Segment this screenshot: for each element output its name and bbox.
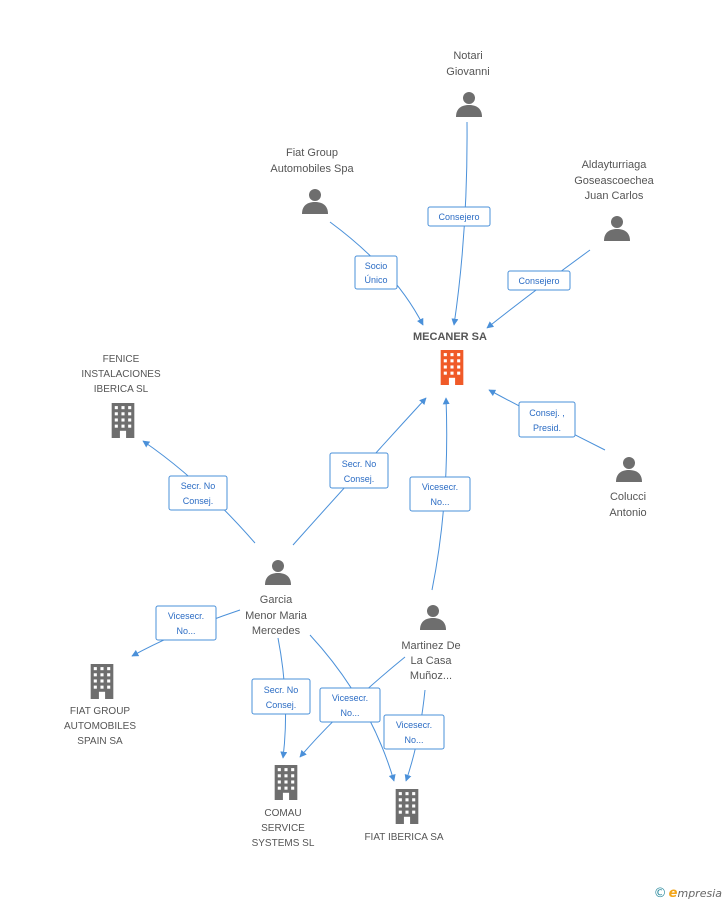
- edge-label-text: Vicesecr.: [168, 611, 204, 621]
- edge-label-text: Consejero: [518, 276, 559, 286]
- garcia-label-line1: Garcia: [260, 594, 293, 606]
- garcia-label-line2: Menor Maria: [245, 610, 308, 622]
- edge-label-colucci[interactable]: Consej. , Presid.: [518, 401, 576, 438]
- node-fiat-group-spain[interactable]: FIAT GROUP AUTOMOBILES SPAIN SA: [64, 664, 136, 747]
- fenice-label-line3: IBERICA SL: [94, 384, 149, 395]
- person-icon: [420, 605, 446, 630]
- edge-notari-mecaner: [451, 121, 468, 326]
- fiatspain-label-line1: FIAT GROUP: [70, 706, 131, 717]
- node-martinez[interactable]: Martinez De La Casa Muñoz...: [401, 605, 461, 682]
- edge-lines: [131, 121, 606, 782]
- comau-label-line2: SERVICE: [261, 823, 305, 834]
- edge-label-center-vicesecr[interactable]: Vicesecr. No...: [319, 687, 381, 723]
- person-icon: [616, 457, 642, 482]
- edge-label-text: Vicesecr.: [332, 693, 368, 703]
- edge-label-martinez-iberica[interactable]: Vicesecr. No...: [383, 714, 445, 750]
- node-comau[interactable]: COMAU SERVICE SYSTEMS SL: [252, 765, 315, 849]
- garcia-label-line3: Mercedes: [252, 625, 301, 637]
- edge-label-garcia-fiatspain[interactable]: Vicesecr. No...: [155, 605, 217, 641]
- comau-label-line1: COMAU: [264, 808, 301, 819]
- node-fiat-group-spa[interactable]: Fiat Group Automobiles Spa: [270, 147, 354, 214]
- edge-label-fiatspa[interactable]: Socio Único: [354, 255, 398, 290]
- fenice-label-line1: FENICE: [103, 354, 140, 365]
- edge-label-text: Presid.: [533, 423, 561, 433]
- edge-label-text: Secr. No: [342, 459, 377, 469]
- empresia-logo: ©empresia: [654, 886, 722, 901]
- edge-label-text: Consej.: [266, 700, 297, 710]
- edge-label-text: Secr. No: [264, 685, 299, 695]
- node-fiat-iberica[interactable]: FIAT IBERICA SA: [364, 789, 444, 843]
- copyright-symbol: ©: [653, 886, 667, 901]
- node-fenice[interactable]: FENICE INSTALACIONES IBERICA SL: [81, 354, 161, 438]
- building-icon: [90, 664, 114, 699]
- building-icon: [440, 350, 464, 385]
- edge-label-martinez-mecaner[interactable]: Vicesecr. No...: [409, 476, 471, 512]
- node-mecaner[interactable]: MECANER SA: [413, 331, 487, 385]
- edge-label-garcia-fenice[interactable]: Secr. No Consej.: [168, 475, 228, 511]
- edge-label-text: No...: [176, 626, 195, 636]
- colucci-label-line2: Antonio: [609, 507, 646, 519]
- edge-label-text: Único: [364, 275, 387, 285]
- comau-label-line3: SYSTEMS SL: [252, 838, 315, 849]
- edge-label-text: No...: [340, 708, 359, 718]
- alday-label-line1: Aldayturriaga: [582, 159, 648, 171]
- brand-name: mpresia: [677, 887, 722, 900]
- alday-label-line2: Goseascoechea: [574, 175, 654, 187]
- person-icon: [604, 216, 630, 241]
- edge-label-text: Consej. ,: [529, 408, 565, 418]
- fiatspain-label-line2: AUTOMOBILES: [64, 721, 136, 732]
- martinez-label-line2: La Casa: [411, 655, 453, 667]
- iberica-label: FIAT IBERICA SA: [364, 832, 443, 843]
- edge-label-text: Consej.: [344, 474, 375, 484]
- edge-label-notari[interactable]: Consejero: [427, 206, 491, 227]
- edge-label-text: Socio: [365, 261, 388, 271]
- edge-label-alday[interactable]: Consejero: [507, 270, 571, 291]
- alday-label-line3: Juan Carlos: [585, 190, 644, 202]
- fiatspa-label-line1: Fiat Group: [286, 147, 338, 159]
- building-icon: [111, 403, 135, 438]
- edge-label-text: Consejero: [438, 212, 479, 222]
- mecaner-label: MECANER SA: [413, 331, 487, 343]
- edge-label-garcia-comau[interactable]: Secr. No Consej.: [251, 678, 311, 715]
- colucci-label-line1: Colucci: [610, 491, 646, 503]
- node-colucci[interactable]: Colucci Antonio: [609, 457, 647, 519]
- martinez-label-line1: Martinez De: [401, 640, 460, 652]
- edge-label-text: Secr. No: [181, 481, 216, 491]
- edge-label-text: No...: [430, 497, 449, 507]
- edge-label-garcia-mecaner[interactable]: Secr. No Consej.: [329, 452, 389, 489]
- node-notari[interactable]: Notari Giovanni: [446, 50, 490, 117]
- person-icon: [456, 92, 482, 117]
- fenice-label-line2: INSTALACIONES: [81, 369, 161, 380]
- building-icon: [274, 765, 298, 800]
- edge-label-text: Vicesecr.: [396, 720, 432, 730]
- node-aldayturriaga[interactable]: Aldayturriaga Goseascoechea Juan Carlos: [574, 159, 655, 241]
- person-icon: [265, 560, 291, 585]
- fiatspa-label-line2: Automobiles Spa: [270, 163, 354, 175]
- node-garcia[interactable]: Garcia Menor Maria Mercedes: [245, 560, 308, 637]
- martinez-label-line3: Muñoz...: [410, 670, 452, 682]
- notari-label-line2: Giovanni: [446, 66, 489, 78]
- building-icon: [395, 789, 419, 824]
- person-icon: [302, 189, 328, 214]
- brand-initial: e: [668, 886, 678, 901]
- edge-labels: Consejero Socio Único Consejero Consej. …: [155, 206, 576, 750]
- fiatspain-label-line3: SPAIN SA: [77, 736, 123, 747]
- edge-label-text: Vicesecr.: [422, 482, 458, 492]
- edge-label-text: No...: [404, 735, 423, 745]
- notari-label-line1: Notari: [453, 50, 482, 62]
- edge-label-text: Consej.: [183, 496, 214, 506]
